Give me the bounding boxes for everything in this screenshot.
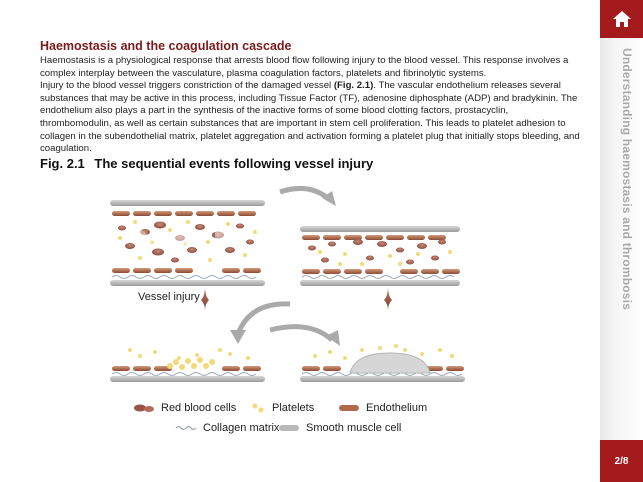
legend-label: Smooth muscle cell (306, 422, 402, 434)
collagen-icon (175, 425, 197, 431)
legend-label: Collagen matrix (203, 422, 280, 434)
red-blood-cell-icon (134, 404, 154, 412)
paragraph-1: Haemostasis is a physiological response … (40, 55, 569, 79)
panel-3-vessel (110, 348, 265, 382)
panel-4-vessel (300, 344, 465, 382)
panel-1-vessel (110, 200, 265, 310)
arrow-3 (269, 324, 334, 342)
arrow-2 (235, 301, 291, 335)
figure-title: Fig. 2.1 The sequential events following… (40, 156, 373, 171)
legend-label: Platelets (272, 402, 315, 414)
vessel-injury-label: Vessel injury (138, 291, 200, 303)
page-indicator: 2/8 (600, 440, 643, 482)
endothelium-icon (339, 405, 359, 411)
home-button[interactable] (600, 0, 643, 38)
legend-endothelium: Endothelium (338, 402, 427, 414)
figure-reference: (Fig. 2.1) (333, 80, 374, 92)
paragraph-2: Injury to the blood vessel triggers cons… (40, 80, 580, 156)
page-content: Haemostasis and the coagulation cascade … (40, 39, 580, 434)
paragraph-2-start: Injury to the blood vessel triggers cons… (40, 80, 334, 92)
legend-platelets: Platelets (250, 402, 314, 414)
legend-label: Endothelium (366, 402, 428, 414)
smooth-muscle-icon (279, 425, 299, 431)
legend-red-blood-cells: Red blood cells (133, 402, 236, 414)
chapter-title-vertical: Understanding haemostasis and thrombosis (620, 48, 634, 311)
platelet-icon (252, 403, 264, 413)
section-title: Haemostasis and the coagulation cascade (40, 39, 292, 53)
chapter-sidebar: Understanding haemostasis and thrombosis… (600, 0, 643, 482)
legend-collagen-matrix: Collagen matrix (175, 422, 279, 434)
figure-caption: The sequential events following vessel i… (94, 156, 374, 171)
body-text: Haemostasis is a physiological response … (40, 55, 580, 156)
figure-number: Fig. 2.1 (40, 156, 85, 171)
home-icon (612, 11, 631, 27)
legend-label: Red blood cells (161, 402, 237, 414)
paragraph-2-end: . The vascular endothelium releases seve… (40, 80, 580, 155)
legend-smooth-muscle-cell: Smooth muscle cell (278, 422, 401, 434)
vessel-injury-diagram: Vessel injury (110, 185, 465, 382)
panel-2-vessel (300, 226, 460, 310)
